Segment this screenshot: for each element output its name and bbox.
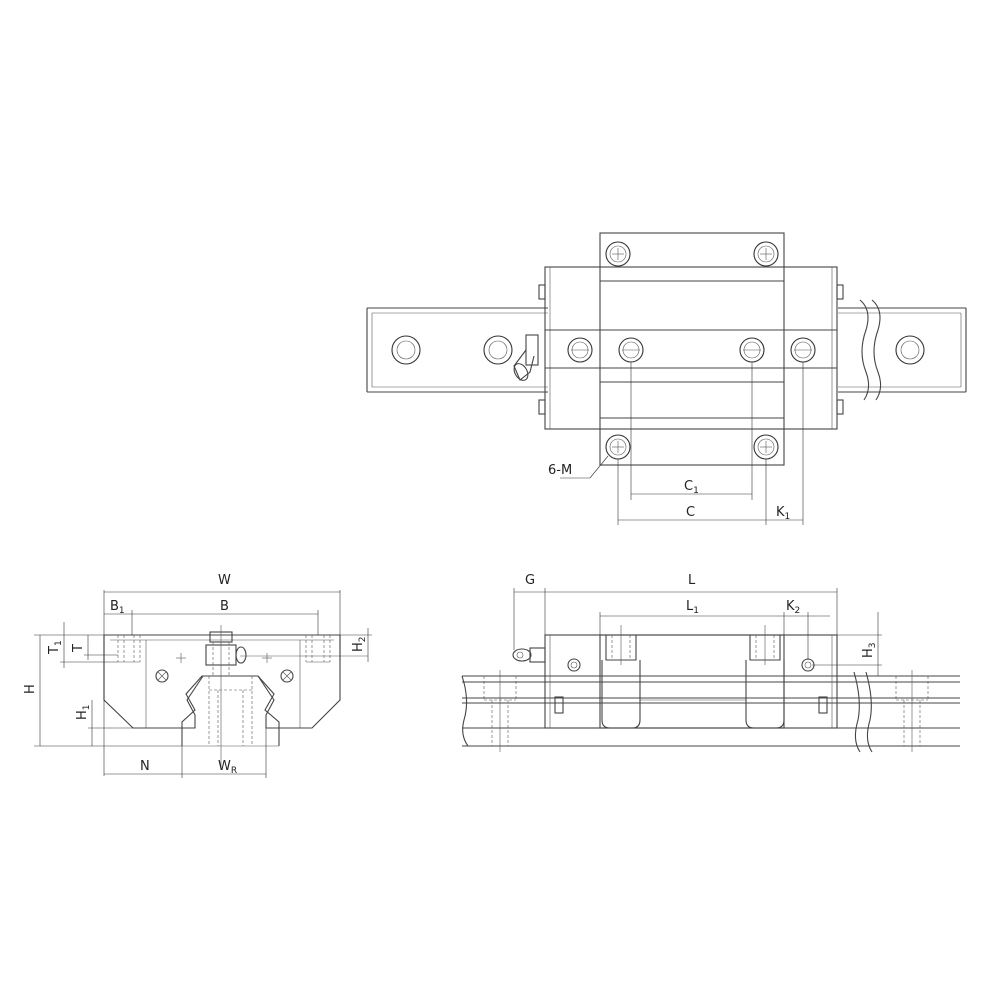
- end-view: W B1 B T1 T H2 H H1 N WR: [23, 573, 372, 778]
- label-k2: K2: [786, 599, 800, 616]
- label-t1: T1: [47, 640, 64, 655]
- label-h3: H3: [861, 642, 878, 658]
- label-h2: H2: [351, 636, 368, 652]
- carriage-side: [544, 625, 838, 729]
- label-h1: H1: [75, 704, 92, 720]
- rail-side: [461, 670, 960, 753]
- label-w: W: [218, 573, 231, 588]
- label-c: C: [686, 505, 695, 520]
- end-dimensions: [34, 590, 372, 778]
- label-g: G: [525, 573, 535, 588]
- side-view: G L L1 K2 H3: [461, 573, 960, 753]
- label-h: H: [23, 684, 38, 694]
- label-wr: WR: [218, 759, 237, 776]
- label-b1: B1: [110, 599, 125, 616]
- label-b: B: [220, 599, 229, 614]
- mounting-holes: [567, 241, 816, 460]
- rail-left: [366, 307, 548, 393]
- rail-right: [838, 299, 967, 401]
- grease-nipple-side: [512, 647, 546, 663]
- grease-nipple-end: [205, 631, 247, 676]
- label-c1: C1: [684, 479, 699, 496]
- top-dimensions: [560, 362, 804, 525]
- label-t: T: [71, 644, 86, 653]
- top-view: 6-M C1 C K1: [366, 232, 967, 525]
- side-dimensions: [513, 588, 882, 676]
- label-l: L: [688, 573, 696, 588]
- label-l1: L1: [686, 599, 699, 616]
- label-holes: 6-M: [548, 463, 572, 478]
- label-n: N: [140, 759, 150, 774]
- label-k1: K1: [776, 505, 790, 522]
- grease-nipple-top: [513, 334, 539, 381]
- carriage-body-top: [538, 232, 844, 466]
